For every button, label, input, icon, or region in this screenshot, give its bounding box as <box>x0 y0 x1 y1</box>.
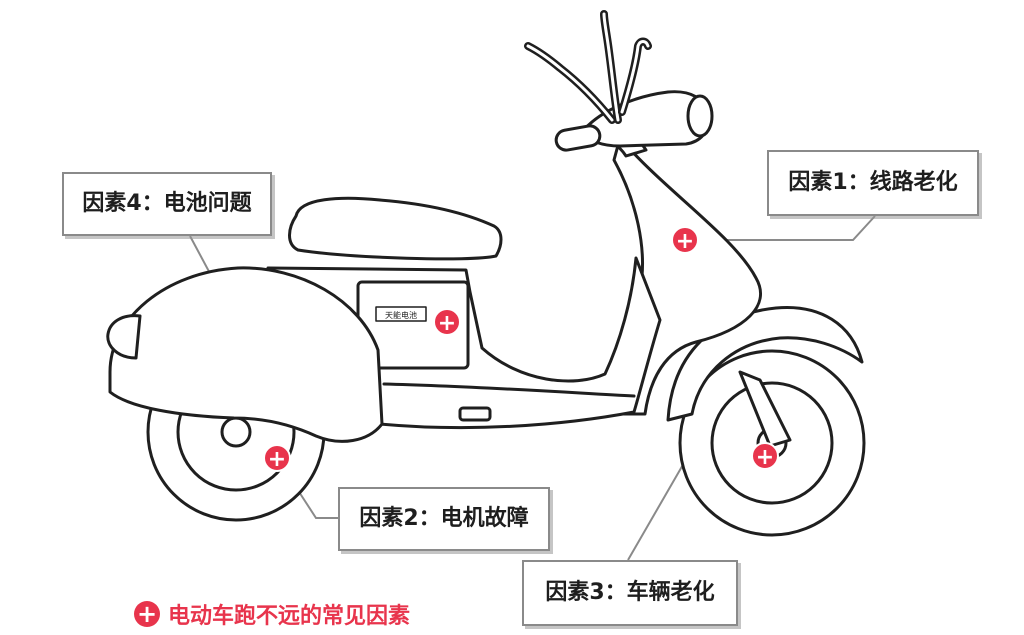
front-fork <box>738 370 792 448</box>
markers: + + + + <box>263 226 779 472</box>
battery-brand: 天能电池 <box>385 310 417 320</box>
factor-3-text: 因素3：车辆老化 <box>545 580 715 605</box>
marker-f4: + <box>433 308 461 336</box>
legend-marker-icon: + <box>134 601 160 627</box>
headlight <box>686 94 714 138</box>
rear-body <box>108 266 384 443</box>
factor-2-text: 因素2：电机故障 <box>359 506 529 531</box>
seat <box>288 196 503 261</box>
marker-f2: + <box>263 444 291 472</box>
factor-1-text: 因素1：线路老化 <box>788 170 958 195</box>
factor-2-label: 因素2：电机故障 <box>338 487 550 551</box>
connector-f1 <box>685 215 876 241</box>
battery-brand-plate <box>375 306 427 322</box>
handlebar-left-inner <box>526 44 614 122</box>
handlebar-mirror-stem-inner <box>620 40 650 114</box>
handlebar-left <box>524 42 616 124</box>
legend-text: 电动车跑不远的常见因素 <box>168 604 411 629</box>
legend: + 电动车跑不远的常见因素 <box>134 598 410 630</box>
marker-f1: + <box>671 226 699 254</box>
factor-3-label: 因素3：车辆老化 <box>522 560 738 626</box>
floor-clip <box>458 406 492 422</box>
handlebar-right-inner <box>602 12 620 122</box>
rear-light <box>106 314 142 360</box>
svg-text:+: + <box>676 229 694 254</box>
svg-text:+: + <box>756 445 774 470</box>
grip <box>554 124 602 152</box>
factor-4-label: 因素4：电池问题 <box>62 172 272 236</box>
scooter-drawing <box>106 10 866 537</box>
marker-f3: + <box>751 442 779 470</box>
factor-4-text: 因素4：电池问题 <box>82 191 252 216</box>
factor-1-label: 因素1：线路老化 <box>767 150 979 216</box>
svg-text:+: + <box>438 311 456 336</box>
svg-text:+: + <box>268 447 286 472</box>
floorboard-edge <box>382 382 636 398</box>
rear-wheel-hub <box>220 416 252 448</box>
